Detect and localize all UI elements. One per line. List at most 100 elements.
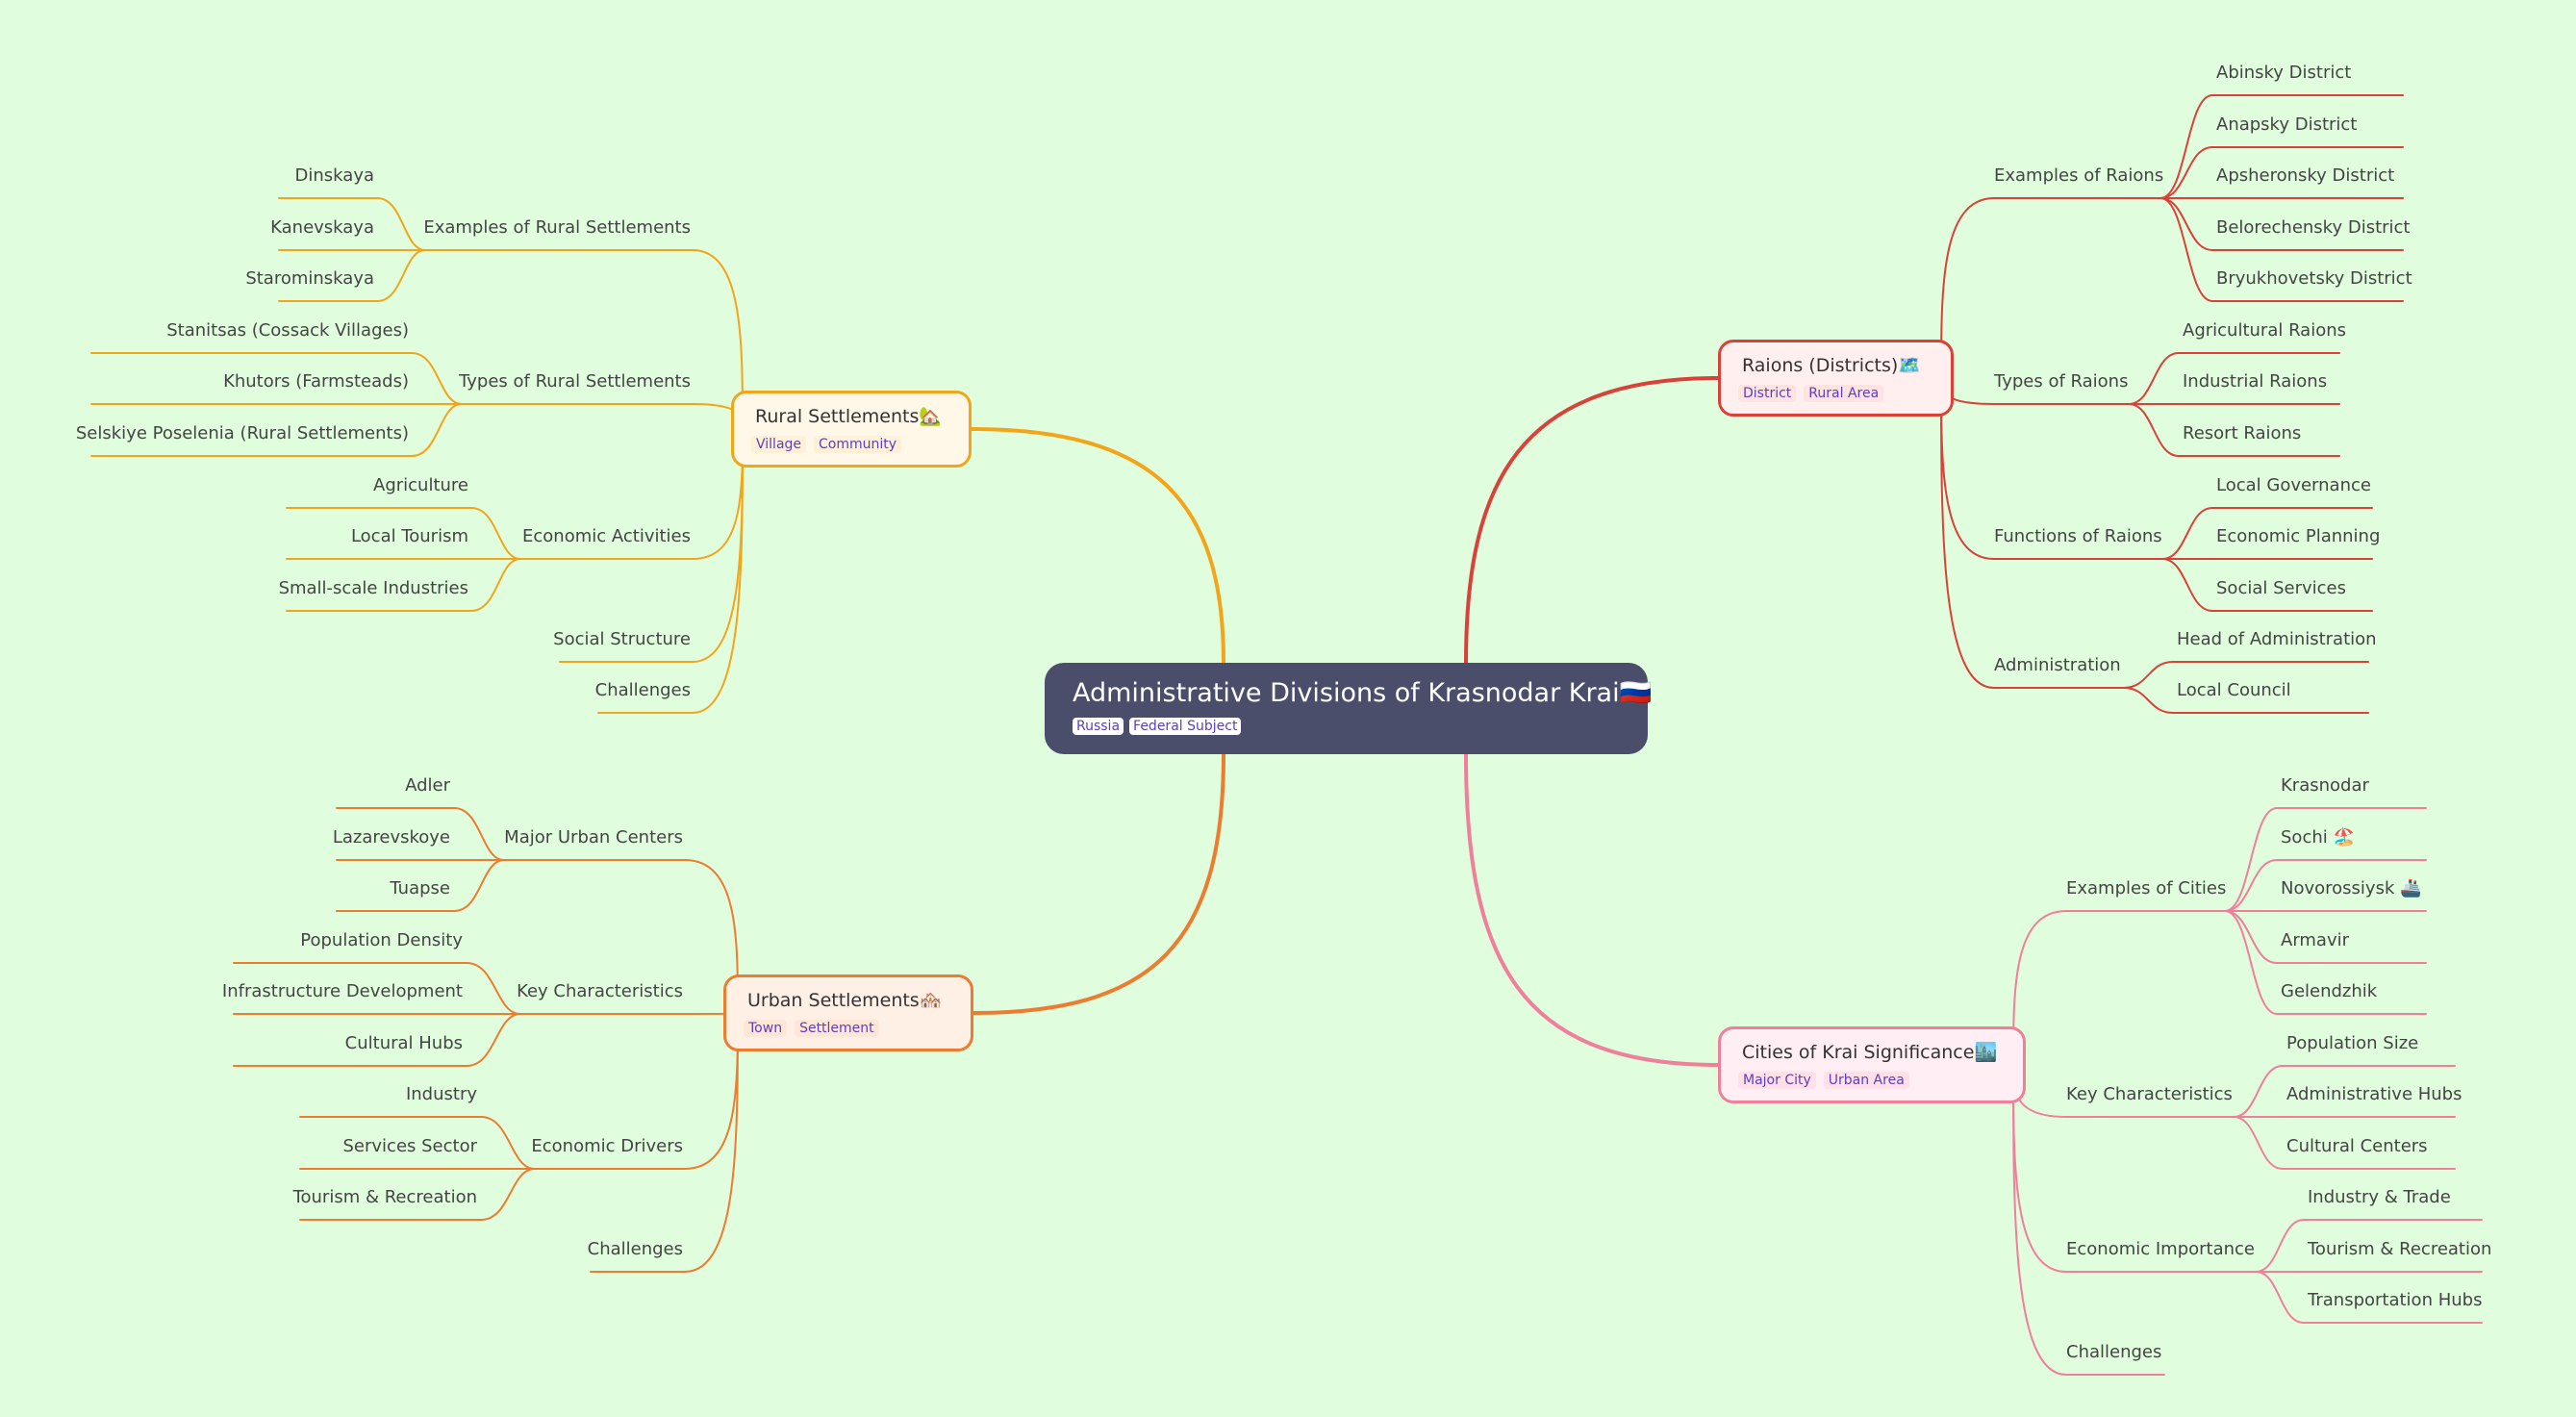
- cities-tags: Major City Urban Area: [1738, 1072, 1909, 1089]
- raions-leaf-local-governance[interactable]: Local Governance: [2216, 475, 2371, 495]
- urban-leaf-services[interactable]: Services Sector: [342, 1136, 478, 1156]
- rural-leaf-stanitsas[interactable]: Stanitsas (Cossack Villages): [166, 320, 409, 341]
- urban-group-economic-drivers[interactable]: Economic Drivers: [531, 1136, 683, 1156]
- rural-link-leaf-1-2: [411, 403, 463, 457]
- cities-title: Cities of Krai Significance🏙️: [1742, 1042, 1998, 1063]
- cities-link-group-3: [2012, 1064, 2067, 1376]
- urban-leaf-lazarevskoye[interactable]: Lazarevskoye: [332, 827, 450, 848]
- urban-link-leaf-0-0: [453, 807, 505, 861]
- raions-link-leaf-1-0: [2128, 352, 2180, 405]
- rural-leaf-local-tourism[interactable]: Local Tourism: [350, 526, 468, 546]
- rural-settlements-node[interactable]: Rural Settlements🏡 Village Community: [731, 391, 972, 468]
- rural-leaf-kanevskaya[interactable]: Kanevskaya: [270, 217, 374, 238]
- rural-group-challenges[interactable]: Challenges: [594, 680, 691, 700]
- raions-leaf-bryukhovetsky[interactable]: Bryukhovetsky District: [2216, 268, 2412, 289]
- rural-settlements-title: Rural Settlements🏡: [755, 406, 943, 427]
- urban-group-key-characteristics[interactable]: Key Characteristics: [517, 981, 683, 1001]
- cities-group-challenges[interactable]: Challenges: [2066, 1342, 2162, 1362]
- raions-leaf-abinsky[interactable]: Abinsky District: [2216, 63, 2352, 83]
- urban-leaf-industry[interactable]: Industry: [405, 1084, 477, 1104]
- raions-leaf-belorechensky[interactable]: Belorechensky District: [2216, 217, 2411, 238]
- cities-link-leaf-2-0: [2255, 1219, 2305, 1273]
- rural-link-leaf-1-0: [411, 352, 463, 405]
- cities-node[interactable]: Cities of Krai Significance🏙️ Major City…: [1718, 1026, 2026, 1103]
- rural-leaf-starominskaya[interactable]: Starominskaya: [245, 268, 374, 289]
- cities-leaf-sochi[interactable]: Sochi 🏖️: [2281, 827, 2355, 848]
- cities-group-examples[interactable]: Examples of Cities: [2066, 878, 2227, 898]
- cities-leaf-admin-hubs[interactable]: Administrative Hubs: [2286, 1084, 2462, 1104]
- cities-leaf-armavir[interactable]: Armavir: [2281, 930, 2350, 950]
- raions-node[interactable]: Raions (Districts)🗺️ District Rural Area: [1718, 340, 1954, 417]
- raions-leaf-industrial[interactable]: Industrial Raions: [2183, 371, 2328, 392]
- urban-leaf-population-density[interactable]: Population Density: [300, 930, 463, 950]
- tag-major-city: Major City: [1738, 1072, 1816, 1089]
- raions-leaf-economic-planning[interactable]: Economic Planning: [2216, 526, 2381, 546]
- urban-link-leaf-2-2: [480, 1168, 536, 1221]
- raions-group-administration[interactable]: Administration: [1994, 655, 2121, 675]
- raions-group-functions[interactable]: Functions of Raions: [1994, 526, 2162, 546]
- cities-leaf-population-size[interactable]: Population Size: [2286, 1033, 2419, 1053]
- urban-leaf-adler[interactable]: Adler: [405, 775, 450, 796]
- raions-group-examples[interactable]: Examples of Raions: [1994, 165, 2164, 186]
- rural-group-examples[interactable]: Examples of Rural Settlements: [423, 217, 691, 238]
- urban-link-group-3: [684, 1012, 739, 1273]
- raions-leaf-head-admin[interactable]: Head of Administration: [2177, 629, 2377, 649]
- cities-link-leaf-2-2: [2255, 1271, 2305, 1324]
- cities-leaf-novorossiysk[interactable]: Novorossiysk 🚢: [2281, 878, 2422, 898]
- rural-settlements-tags: Village Community: [751, 436, 902, 453]
- rural-leaf-khutors[interactable]: Khutors (Farmsteads): [223, 371, 409, 392]
- urban-link-leaf-2-0: [480, 1116, 536, 1170]
- urban-group-major-centers[interactable]: Major Urban Centers: [504, 827, 683, 848]
- urban-leaf-tuapse[interactable]: Tuapse: [390, 878, 450, 898]
- rural-leaf-dinskaya[interactable]: Dinskaya: [294, 165, 374, 186]
- raions-leaf-resort[interactable]: Resort Raions: [2183, 423, 2302, 443]
- tag-district: District: [1738, 385, 1797, 402]
- rural-leaf-selskiye[interactable]: Selskiye Poselenia (Rural Settlements): [75, 423, 409, 443]
- cities-leaf-industry-trade[interactable]: Industry & Trade: [2308, 1187, 2451, 1207]
- cities-group-economic-importance[interactable]: Economic Importance: [2066, 1239, 2256, 1259]
- raions-leaf-local-council[interactable]: Local Council: [2177, 680, 2291, 700]
- rural-group-economic[interactable]: Economic Activities: [522, 526, 691, 546]
- tag-rural-area: Rural Area: [1804, 385, 1884, 402]
- raions-link-leaf-0-0: [2159, 94, 2213, 199]
- rural-leaf-agriculture[interactable]: Agriculture: [373, 475, 468, 495]
- urban-settlements-tags: Town Settlement: [744, 1020, 879, 1037]
- cities-leaf-transportation[interactable]: Transportation Hubs: [2308, 1290, 2483, 1310]
- raions-leaf-social-services[interactable]: Social Services: [2216, 578, 2346, 598]
- raions-link-leaf-3-0: [2123, 661, 2174, 689]
- cities-leaf-krasnodar[interactable]: Krasnodar: [2281, 775, 2369, 796]
- urban-group-challenges[interactable]: Challenges: [587, 1239, 683, 1259]
- rural-group-types[interactable]: Types of Rural Settlements: [459, 371, 691, 392]
- tag-russia: Russia: [1073, 718, 1124, 735]
- rural-link-leaf-0-2: [376, 249, 426, 302]
- urban-settlements-title: Urban Settlements🏘️: [747, 990, 943, 1011]
- urban-leaf-infrastructure[interactable]: Infrastructure Development: [221, 981, 463, 1001]
- raions-leaf-agricultural[interactable]: Agricultural Raions: [2183, 320, 2347, 341]
- central-topic[interactable]: Administrative Divisions of Krasnodar Kr…: [1045, 663, 1652, 754]
- cities-leaf-tourism[interactable]: Tourism & Recreation: [2308, 1239, 2492, 1259]
- cities-leaf-gelendzhik[interactable]: Gelendzhik: [2281, 981, 2378, 1001]
- central-topic-tags: Russia Federal Subject: [1073, 718, 1242, 735]
- cities-link-leaf-1-0: [2233, 1065, 2284, 1118]
- urban-leaf-cultural-hubs[interactable]: Cultural Hubs: [344, 1033, 463, 1053]
- raions-group-types[interactable]: Types of Raions: [1994, 371, 2129, 392]
- rural-group-social[interactable]: Social Structure: [553, 629, 691, 649]
- link-center-cities: [1464, 752, 1720, 1067]
- cities-group-key-characteristics[interactable]: Key Characteristics: [2066, 1084, 2233, 1104]
- link-center-urban: [972, 752, 1225, 1015]
- raions-leaf-anapsky[interactable]: Anapsky District: [2216, 114, 2358, 135]
- raions-leaf-apsheronsky[interactable]: Apsheronsky District: [2216, 165, 2395, 186]
- raions-link-leaf-0-4: [2159, 197, 2213, 302]
- raions-link-leaf-0-3: [2159, 197, 2213, 251]
- rural-link-group-4: [692, 428, 744, 714]
- urban-settlements-node[interactable]: Urban Settlements🏘️ Town Settlement: [723, 974, 973, 1051]
- tag-town: Town: [744, 1020, 788, 1037]
- urban-link-leaf-1-2: [466, 1013, 521, 1067]
- raions-link-group-3: [1940, 377, 1995, 689]
- cities-link-leaf-0-4: [2224, 910, 2278, 1015]
- raions-link-leaf-3-1: [2123, 687, 2174, 714]
- link-center-raions: [1464, 376, 1720, 665]
- rural-leaf-small-industries[interactable]: Small-scale Industries: [278, 578, 468, 598]
- cities-leaf-cultural-centers[interactable]: Cultural Centers: [2286, 1136, 2428, 1156]
- urban-leaf-tourism[interactable]: Tourism & Recreation: [292, 1187, 477, 1207]
